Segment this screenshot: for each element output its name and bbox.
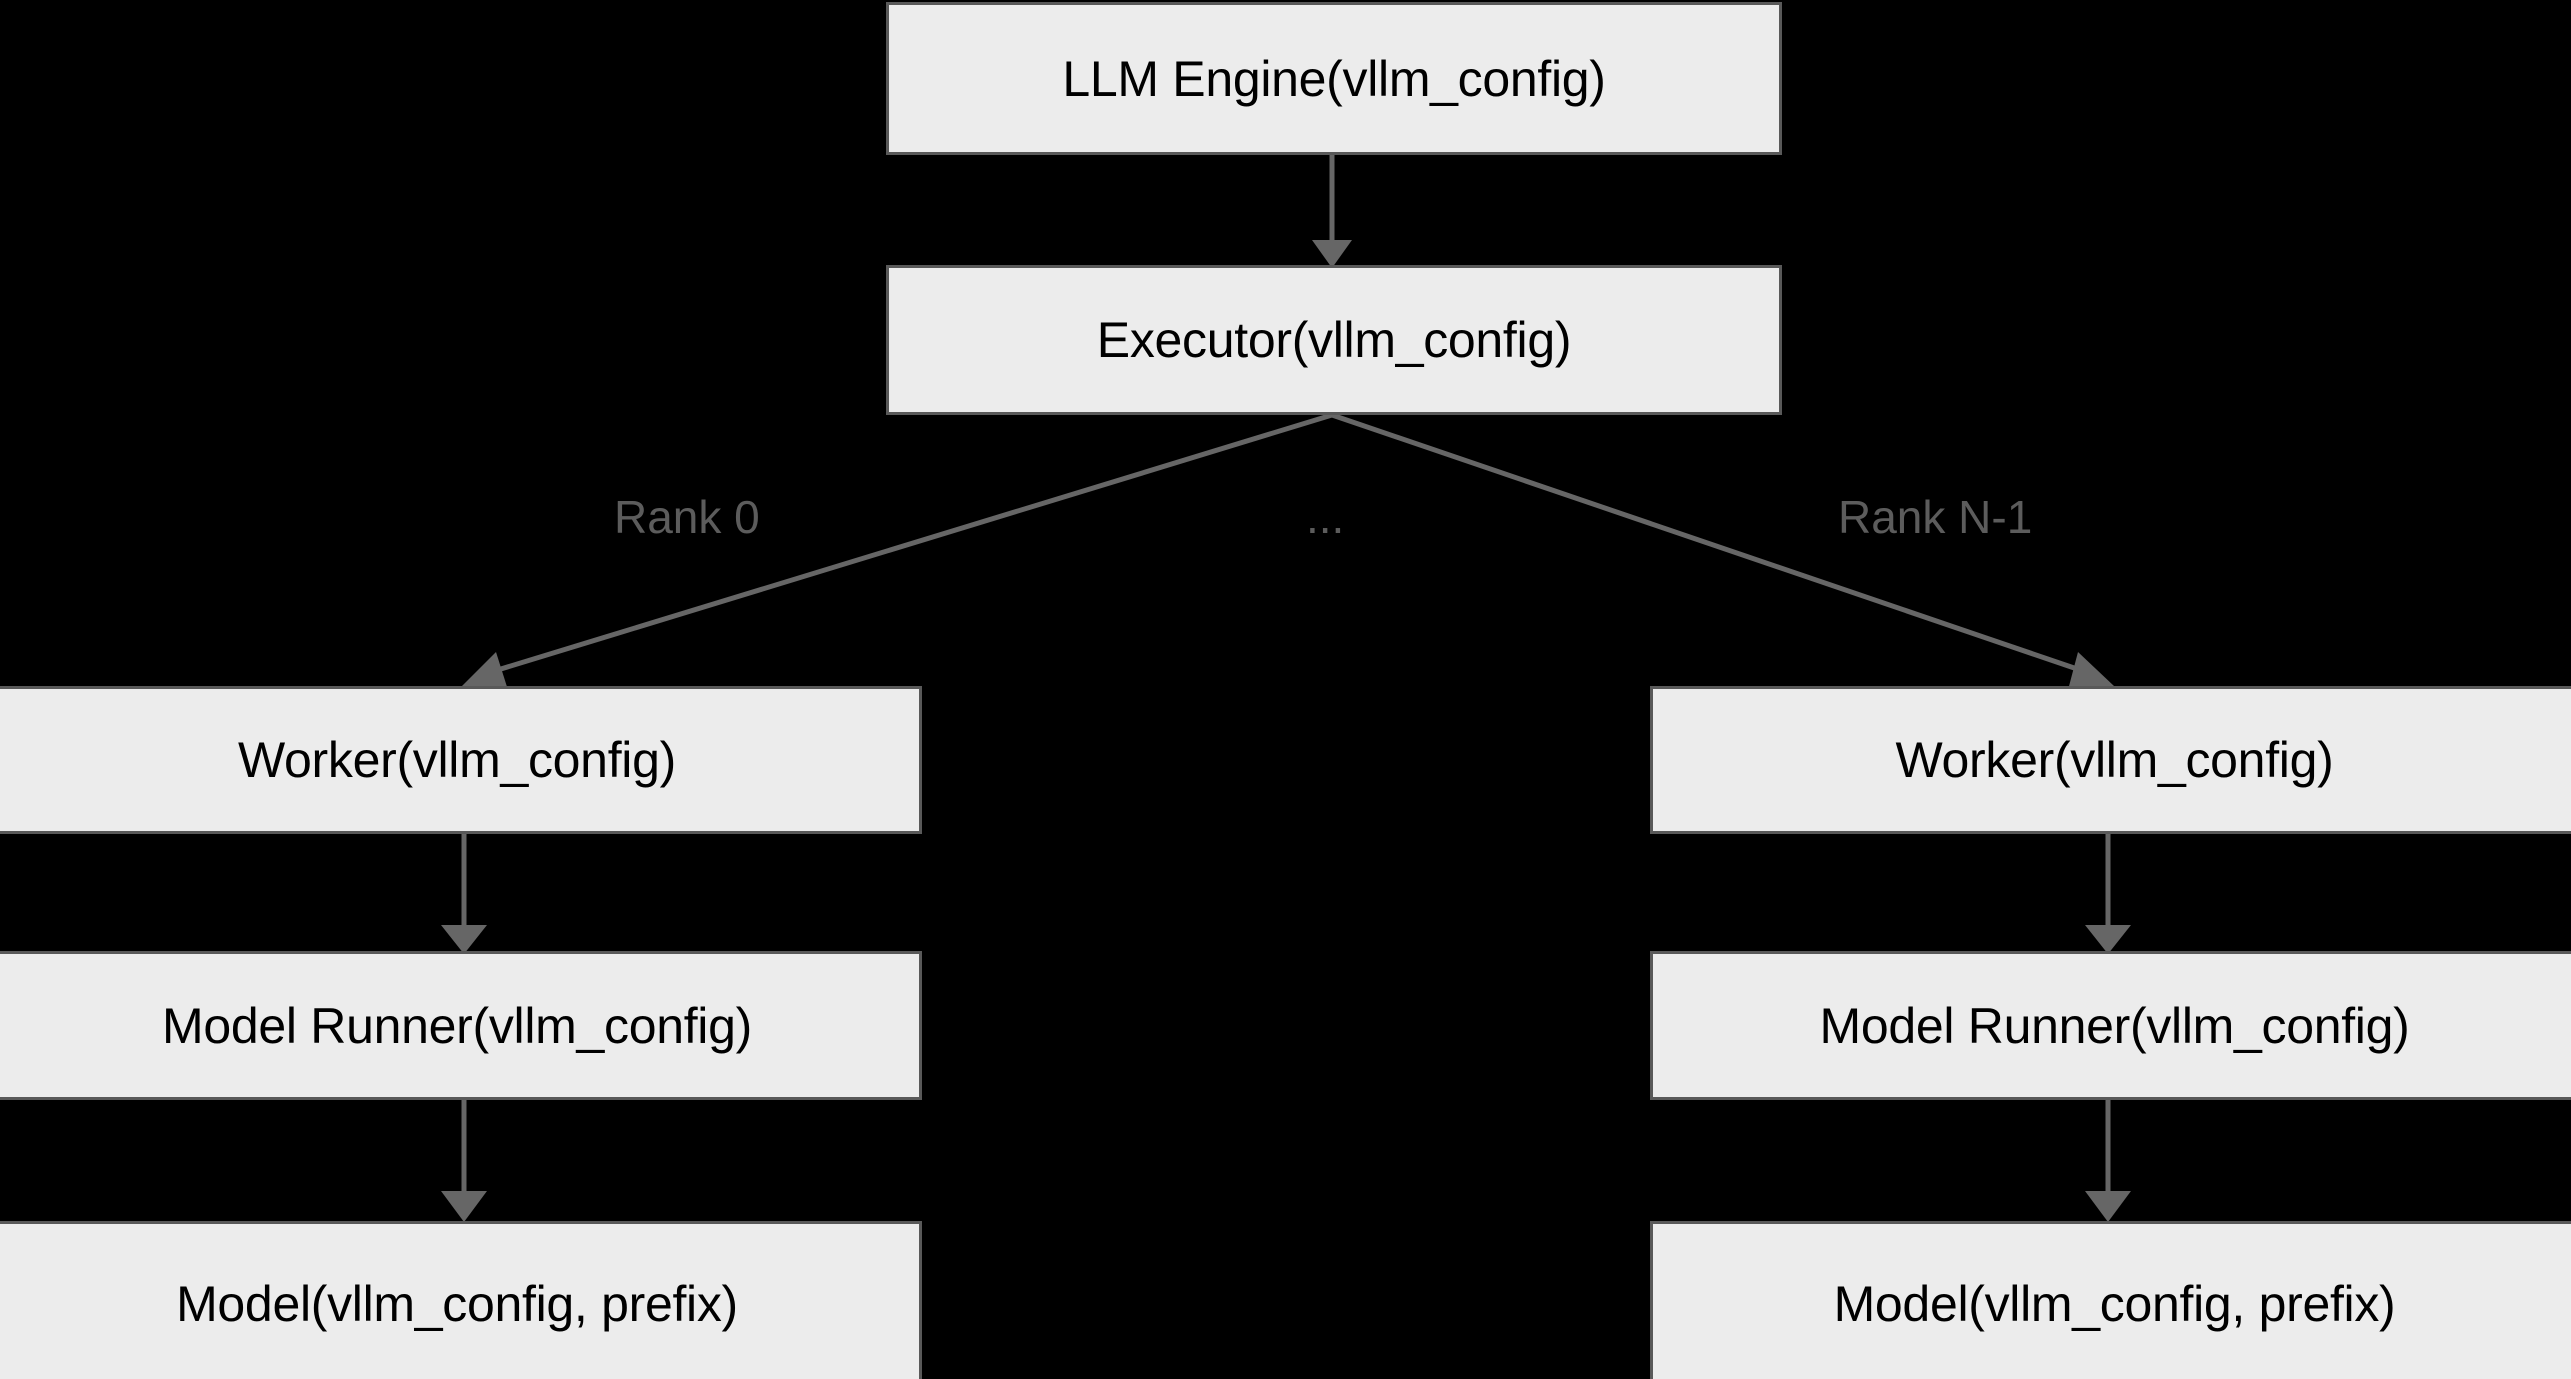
node-worker-rankn[interactable]: Worker(vllm_config)	[1650, 686, 2571, 834]
edge-label-rank-0: Rank 0	[614, 491, 760, 543]
edge-executor-to-worker-rank0	[462, 412, 1333, 690]
edge-executor-to-worker-rankn	[1331, 412, 2114, 690]
node-llm-engine[interactable]: LLM Engine(vllm_config)	[886, 2, 1782, 155]
edge-runnern-to-modeln	[2085, 1100, 2131, 1222]
node-model-rankn-label: Model(vllm_config, prefix)	[1833, 1276, 2396, 1332]
node-executor[interactable]: Executor(vllm_config)	[886, 265, 1782, 415]
node-model-runner-rankn-label: Model Runner(vllm_config)	[1819, 997, 2410, 1054]
node-worker-rank0-label: Worker(vllm_config)	[238, 732, 676, 788]
node-worker-rankn-label: Worker(vllm_config)	[1895, 732, 2334, 788]
edge-workern-to-runnern	[2085, 834, 2131, 954]
node-model-runner-rank0-label: Model Runner(vllm_config)	[162, 997, 752, 1054]
node-model-rankn[interactable]: Model(vllm_config, prefix)	[1650, 1221, 2571, 1379]
edge-runner0-to-model0	[441, 1100, 487, 1222]
node-model-rank0[interactable]: Model(vllm_config, prefix)	[0, 1221, 922, 1379]
node-executor-label: Executor(vllm_config)	[1096, 312, 1572, 368]
node-model-runner-rankn[interactable]: Model Runner(vllm_config)	[1650, 951, 2571, 1100]
edge-worker0-to-runner0	[441, 834, 487, 954]
edge-llm-engine-to-executor	[1312, 155, 1352, 268]
node-worker-rank0[interactable]: Worker(vllm_config)	[0, 686, 922, 834]
node-llm-engine-label: LLM Engine(vllm_config)	[1062, 50, 1606, 107]
edge-label-rank-n-minus-1: Rank N-1	[1838, 491, 2033, 543]
node-model-rank0-label: Model(vllm_config, prefix)	[176, 1276, 738, 1332]
edge-label-ellipsis: ...	[1306, 491, 1345, 543]
node-model-runner-rank0[interactable]: Model Runner(vllm_config)	[0, 951, 922, 1100]
